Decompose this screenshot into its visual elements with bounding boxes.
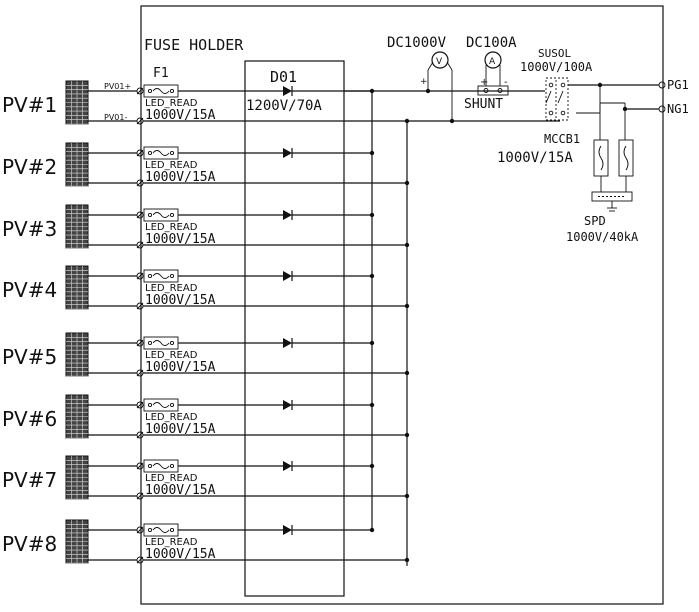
terminal-plus: [136, 87, 144, 95]
spd-rating-label: 1000V/40kA: [566, 230, 639, 244]
fuse-led-label: LED_READ: [145, 350, 198, 361]
svg-text:-: -: [437, 116, 441, 127]
diode-icon: [283, 400, 292, 410]
fuse-icon: [143, 84, 179, 98]
mccb-rating-label: 1000V/15A: [497, 150, 573, 166]
fuse-rating-label: 1000V/15A: [145, 422, 216, 437]
switch-rating-label: 1000V/100A: [520, 60, 593, 74]
terminal-plus: [136, 462, 144, 470]
fuse-rating-label: 1000V/15A: [145, 170, 216, 185]
terminal-plus: [136, 149, 144, 157]
terminal-plus: [136, 526, 144, 534]
fuse-holder-title: FUSE HOLDER: [144, 36, 244, 54]
fuse-rating-label: 1000V/15A: [145, 483, 216, 498]
fuse-rating-label: 1000V/15A: [145, 293, 216, 308]
svg-text:A: A: [489, 57, 496, 67]
mccb-id-label: MCCB1: [544, 132, 580, 146]
ammeter: A + -: [480, 51, 508, 88]
fuse-icon: [143, 146, 179, 160]
switch-id-label: SUSOL: [538, 47, 571, 60]
diode-icon: [283, 148, 292, 158]
pv1-plus-terminal-label: PV01+: [104, 82, 131, 91]
voltmeter: V + -: [420, 51, 453, 127]
fuse-led-label: LED_READ: [145, 160, 198, 171]
fuse-icon: [143, 459, 179, 473]
surge-protection-device: [591, 85, 634, 212]
solar-panel-icon: [65, 204, 89, 249]
enclosure-frame: [140, 5, 664, 605]
solar-panel-icon: [65, 332, 89, 377]
diode-enclosure: [244, 60, 345, 597]
solar-panel-icon: [65, 455, 89, 500]
diode-rating-label: 1200V/70A: [246, 98, 322, 114]
fuse-rating-label: 1000V/15A: [145, 360, 216, 375]
spd-id-label: SPD: [584, 214, 606, 228]
terminal-plus: [136, 401, 144, 409]
shunt-resistor: [477, 85, 509, 96]
voltmeter-label: DC1000V: [387, 35, 447, 51]
pv-label: PV#7: [2, 468, 57, 492]
ammeter-label: DC100A: [466, 35, 517, 51]
solar-panel-icon: [65, 519, 89, 564]
pv-label: PV#6: [2, 407, 57, 431]
fuse-led-label: LED_READ: [145, 222, 198, 233]
fuse-icon: [143, 398, 179, 412]
fuse-rating-label: 1000V/15A: [145, 547, 216, 562]
solar-panel-icon: [65, 80, 89, 125]
solar-panel-icon: [65, 142, 89, 187]
shunt-label: SHUNT: [464, 97, 503, 112]
pv-label: PV#8: [2, 532, 57, 556]
pv-label: PV#1: [2, 93, 57, 117]
diode-icon: [283, 210, 292, 220]
pg1-terminal: [658, 81, 666, 89]
svg-text:+: +: [420, 77, 428, 87]
terminal-plus: [136, 272, 144, 280]
fuse-icon: [143, 336, 179, 350]
fuse-icon: [143, 208, 179, 222]
ng1-terminal: [658, 105, 666, 113]
fuse-led-label: LED_READ: [145, 537, 198, 548]
pv-label: PV#3: [2, 217, 57, 241]
diode-icon: [283, 271, 292, 281]
fuse-id-label: F1: [153, 66, 169, 81]
fuse-icon: [143, 269, 179, 283]
diode-icon: [283, 338, 292, 348]
diode-icon: [283, 525, 292, 535]
pv1-minus-terminal-label: PV01-: [104, 113, 127, 122]
svg-text:V: V: [436, 57, 443, 67]
fuse-led-label: LED_READ: [145, 98, 198, 109]
pg1-label: PG1: [667, 78, 689, 92]
fuse-led-label: LED_READ: [145, 473, 198, 484]
fuse-led-label: LED_READ: [145, 283, 198, 294]
svg-text:+: +: [480, 77, 488, 88]
fuse-led-label: LED_READ: [145, 412, 198, 423]
ng1-label: NG1: [667, 102, 689, 116]
pv-label: PV#5: [2, 345, 57, 369]
disconnect-switch: [545, 77, 569, 121]
pv-label: PV#2: [2, 155, 57, 179]
solar-panel-icon: [65, 265, 89, 310]
svg-text:-: -: [504, 77, 508, 88]
terminal-plus: [136, 211, 144, 219]
solar-panel-icon: [65, 394, 89, 439]
fuse-rating-label: 1000V/15A: [145, 232, 216, 247]
diode-icon: [283, 86, 292, 96]
diode-id-label: D01: [270, 68, 297, 86]
diode-icon: [283, 461, 292, 471]
fuse-rating-label: 1000V/15A: [145, 108, 216, 123]
pv-label: PV#4: [2, 278, 57, 302]
terminal-plus: [136, 339, 144, 347]
fuse-icon: [143, 523, 179, 537]
